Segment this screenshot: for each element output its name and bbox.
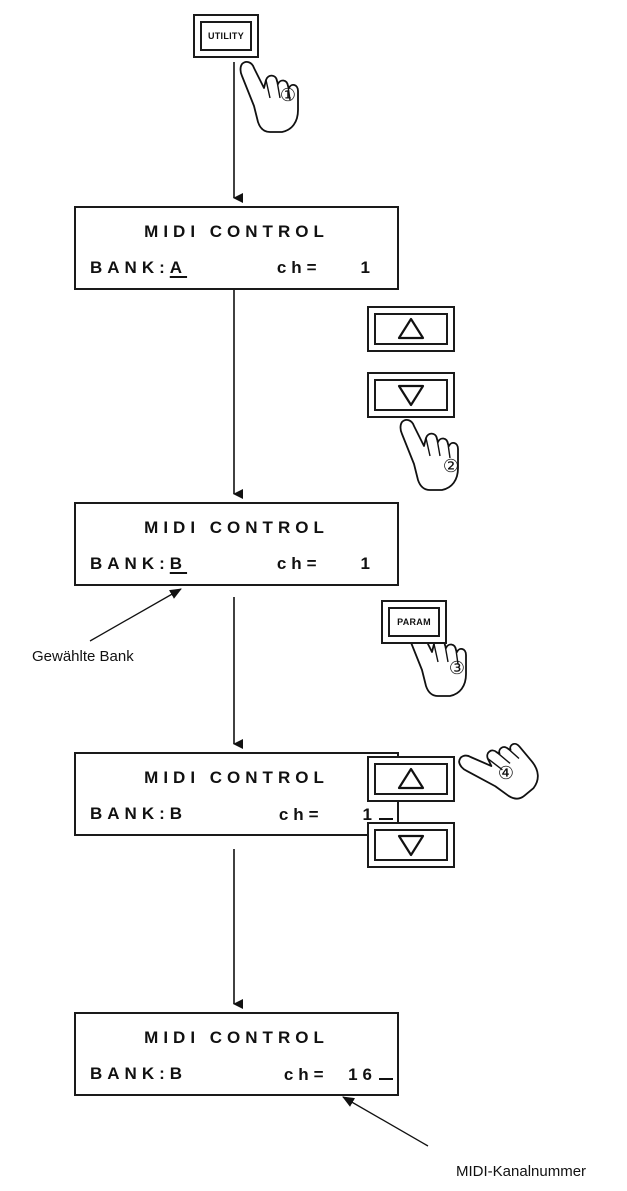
step-3-label: ③	[449, 658, 465, 679]
callout-leader-midi-channel	[343, 1097, 428, 1146]
callout-leader-selected-bank	[90, 589, 181, 641]
lcd-display-3: MIDI CONTROL BANK:B ch= 1	[74, 752, 399, 836]
lcd-line-2: BANK:B	[90, 804, 187, 824]
lcd-display-1: MIDI CONTROL BANK:A ch= 1	[74, 206, 399, 290]
down-key-2-face	[374, 829, 448, 861]
utility-key-face: UTILITY	[200, 21, 252, 51]
lcd-line-1: MIDI CONTROL	[76, 768, 397, 788]
up-key-1-face	[374, 313, 448, 345]
bank-value: B	[170, 804, 187, 823]
bank-label: BANK:	[90, 258, 170, 277]
channel-label: ch=	[279, 805, 324, 824]
param-key-label: PARAM	[397, 617, 431, 627]
callout-midi-channel: MIDI-Kanalnummer	[456, 1163, 586, 1180]
pointing-hand-icon	[401, 420, 459, 490]
up-key-2[interactable]	[367, 756, 455, 802]
lcd-line-2: BANK:A	[90, 258, 187, 278]
channel-label: ch=	[277, 554, 322, 573]
channel-readout: ch= 1	[277, 258, 375, 278]
lcd-line-1: MIDI CONTROL	[76, 1028, 397, 1048]
param-key-face: PARAM	[388, 607, 440, 637]
down-key-1-face	[374, 379, 448, 411]
param-key[interactable]: PARAM	[381, 600, 447, 644]
step-2-label: ②	[443, 456, 459, 477]
lcd-line-1: MIDI CONTROL	[76, 518, 397, 538]
channel-value: 1	[361, 554, 375, 573]
bank-label: BANK:	[90, 804, 170, 823]
lcd-line-2: BANK:B	[90, 1064, 187, 1084]
up-arrow-icon	[397, 767, 425, 791]
channel-label: ch=	[277, 258, 322, 277]
bank-value: A	[170, 258, 187, 277]
bank-value: B	[170, 554, 187, 573]
cursor-mark	[379, 1064, 393, 1080]
lcd-line-1: MIDI CONTROL	[76, 222, 397, 242]
step-4-label: ④	[498, 763, 514, 784]
cursor-mark	[379, 804, 393, 820]
bank-value: B	[170, 1064, 187, 1083]
utility-key[interactable]: UTILITY	[193, 14, 259, 58]
callout-selected-bank: Gewählte Bank	[32, 648, 134, 665]
lcd-display-2: MIDI CONTROL BANK:B ch= 1	[74, 502, 399, 586]
channel-value: 1	[361, 258, 375, 277]
channel-label: ch=	[284, 1065, 329, 1084]
channel-readout: ch= 16	[284, 1064, 393, 1085]
channel-readout: ch= 1	[277, 554, 375, 574]
hand-step-2	[401, 420, 459, 490]
down-arrow-icon	[397, 833, 425, 857]
utility-key-label: UTILITY	[208, 31, 244, 41]
down-key-2[interactable]	[367, 822, 455, 868]
down-key-1[interactable]	[367, 372, 455, 418]
up-key-2-face	[374, 763, 448, 795]
up-key-1[interactable]	[367, 306, 455, 352]
down-arrow-icon	[397, 383, 425, 407]
channel-value: 16	[348, 1065, 377, 1084]
bank-label: BANK:	[90, 1064, 170, 1083]
step-1-label: ①	[280, 85, 296, 106]
bank-label: BANK:	[90, 554, 170, 573]
up-arrow-icon	[397, 317, 425, 341]
lcd-line-2: BANK:B	[90, 554, 187, 574]
lcd-display-4: MIDI CONTROL BANK:B ch= 16	[74, 1012, 399, 1096]
